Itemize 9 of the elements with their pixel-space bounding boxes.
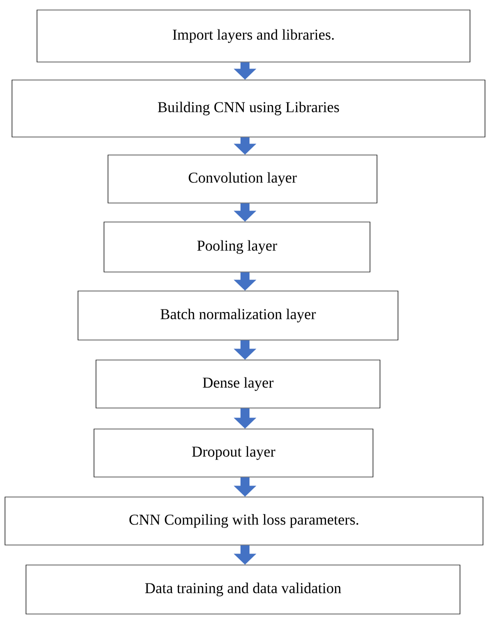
process-box: Data training and data validation <box>26 564 460 614</box>
process-box: Convolution layer <box>108 154 378 204</box>
process-box: CNN Compiling with loss parameters. <box>4 496 484 546</box>
process-box: Building CNN using Libraries <box>12 80 486 138</box>
process-box: Pooling layer <box>104 222 370 272</box>
process-box: Dropout layer <box>94 428 374 478</box>
process-box: Dense layer <box>96 360 380 408</box>
process-box: Import layers and libraries. <box>36 10 470 62</box>
process-box: Batch normalization layer <box>78 290 398 340</box>
